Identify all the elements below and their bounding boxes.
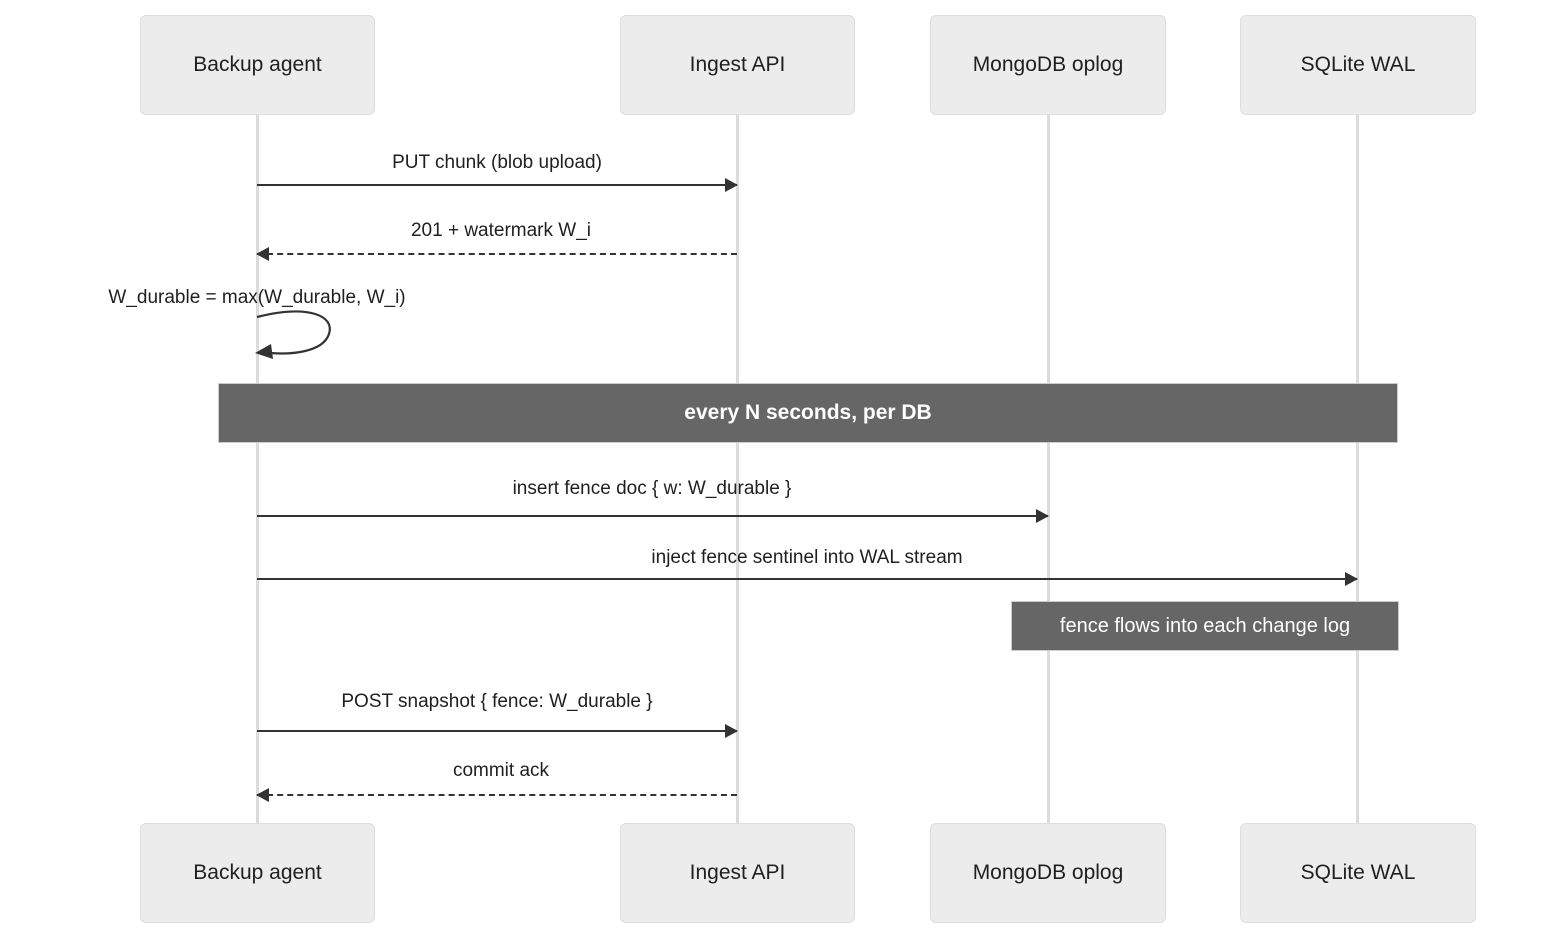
- participant-label: SQLite WAL: [1300, 861, 1416, 884]
- loop-banner: every N seconds, per DB: [218, 383, 1398, 443]
- participant-label: SQLite WAL: [1300, 53, 1416, 76]
- participant-label: MongoDB oplog: [972, 53, 1124, 76]
- message-line: [257, 515, 1048, 517]
- arrowhead-right-icon: [1345, 572, 1358, 586]
- arrowhead-right-icon: [1036, 509, 1049, 523]
- message-put-chunk: [257, 178, 738, 192]
- lifeline-backup-agent: [256, 115, 259, 824]
- participant-label: MongoDB oplog: [972, 861, 1124, 884]
- arrowhead-right-icon: [725, 724, 738, 738]
- fence-note: fence flows into each change log: [1011, 601, 1399, 651]
- arrowhead-right-icon: [725, 178, 738, 192]
- message-watermark-response: [256, 247, 737, 261]
- participant-ingest-api-bottom[interactable]: Ingest API: [620, 823, 855, 923]
- message-label-commit-ack: commit ack: [452, 760, 550, 781]
- message-line: [257, 184, 737, 186]
- participant-ingest-api-top[interactable]: Ingest API: [620, 15, 855, 115]
- message-label-compute-durable-watermark: W_durable = max(W_durable, W_i): [108, 287, 406, 308]
- participant-label: Ingest API: [689, 53, 786, 76]
- participant-label: Backup agent: [193, 861, 322, 884]
- lifeline-mongodb-oplog: [1047, 115, 1050, 824]
- message-inject-fence-sentinel: [257, 572, 1358, 586]
- arrowhead-left-icon: [256, 788, 269, 802]
- participant-mongodb-oplog-bottom[interactable]: MongoDB oplog: [930, 823, 1166, 923]
- lifeline-sqlite-wal: [1356, 115, 1359, 824]
- participant-label: Ingest API: [689, 861, 786, 884]
- participant-label: Backup agent: [193, 53, 322, 76]
- message-line: [257, 794, 737, 796]
- message-post-snapshot: [257, 724, 738, 738]
- message-line: [257, 730, 737, 732]
- participant-backup-agent-top[interactable]: Backup agent: [140, 15, 375, 115]
- arrowhead-left-icon: [256, 247, 269, 261]
- message-label-inject-fence-sentinel: inject fence sentinel into WAL stream: [651, 547, 963, 568]
- participant-mongodb-oplog-top[interactable]: MongoDB oplog: [930, 15, 1166, 115]
- message-label-put-chunk: PUT chunk (blob upload): [392, 152, 602, 173]
- loop-banner-label: every N seconds, per DB: [684, 401, 932, 424]
- message-line: [257, 578, 1357, 580]
- participant-sqlite-wal-top[interactable]: SQLite WAL: [1240, 15, 1476, 115]
- message-commit-ack: [256, 788, 737, 802]
- message-line: [257, 253, 737, 255]
- message-label-post-snapshot: POST snapshot { fence: W_durable }: [341, 691, 653, 712]
- message-label-insert-fence-doc: insert fence doc { w: W_durable }: [512, 478, 792, 499]
- message-label-watermark-response: 201 + watermark W_i: [410, 220, 592, 241]
- participant-sqlite-wal-bottom[interactable]: SQLite WAL: [1240, 823, 1476, 923]
- message-insert-fence-doc: [257, 509, 1049, 523]
- fence-note-label: fence flows into each change log: [1059, 614, 1351, 637]
- participant-backup-agent-bottom[interactable]: Backup agent: [140, 823, 375, 923]
- lifeline-ingest-api: [736, 115, 739, 824]
- self-loop-backup-agent: [255, 310, 347, 365]
